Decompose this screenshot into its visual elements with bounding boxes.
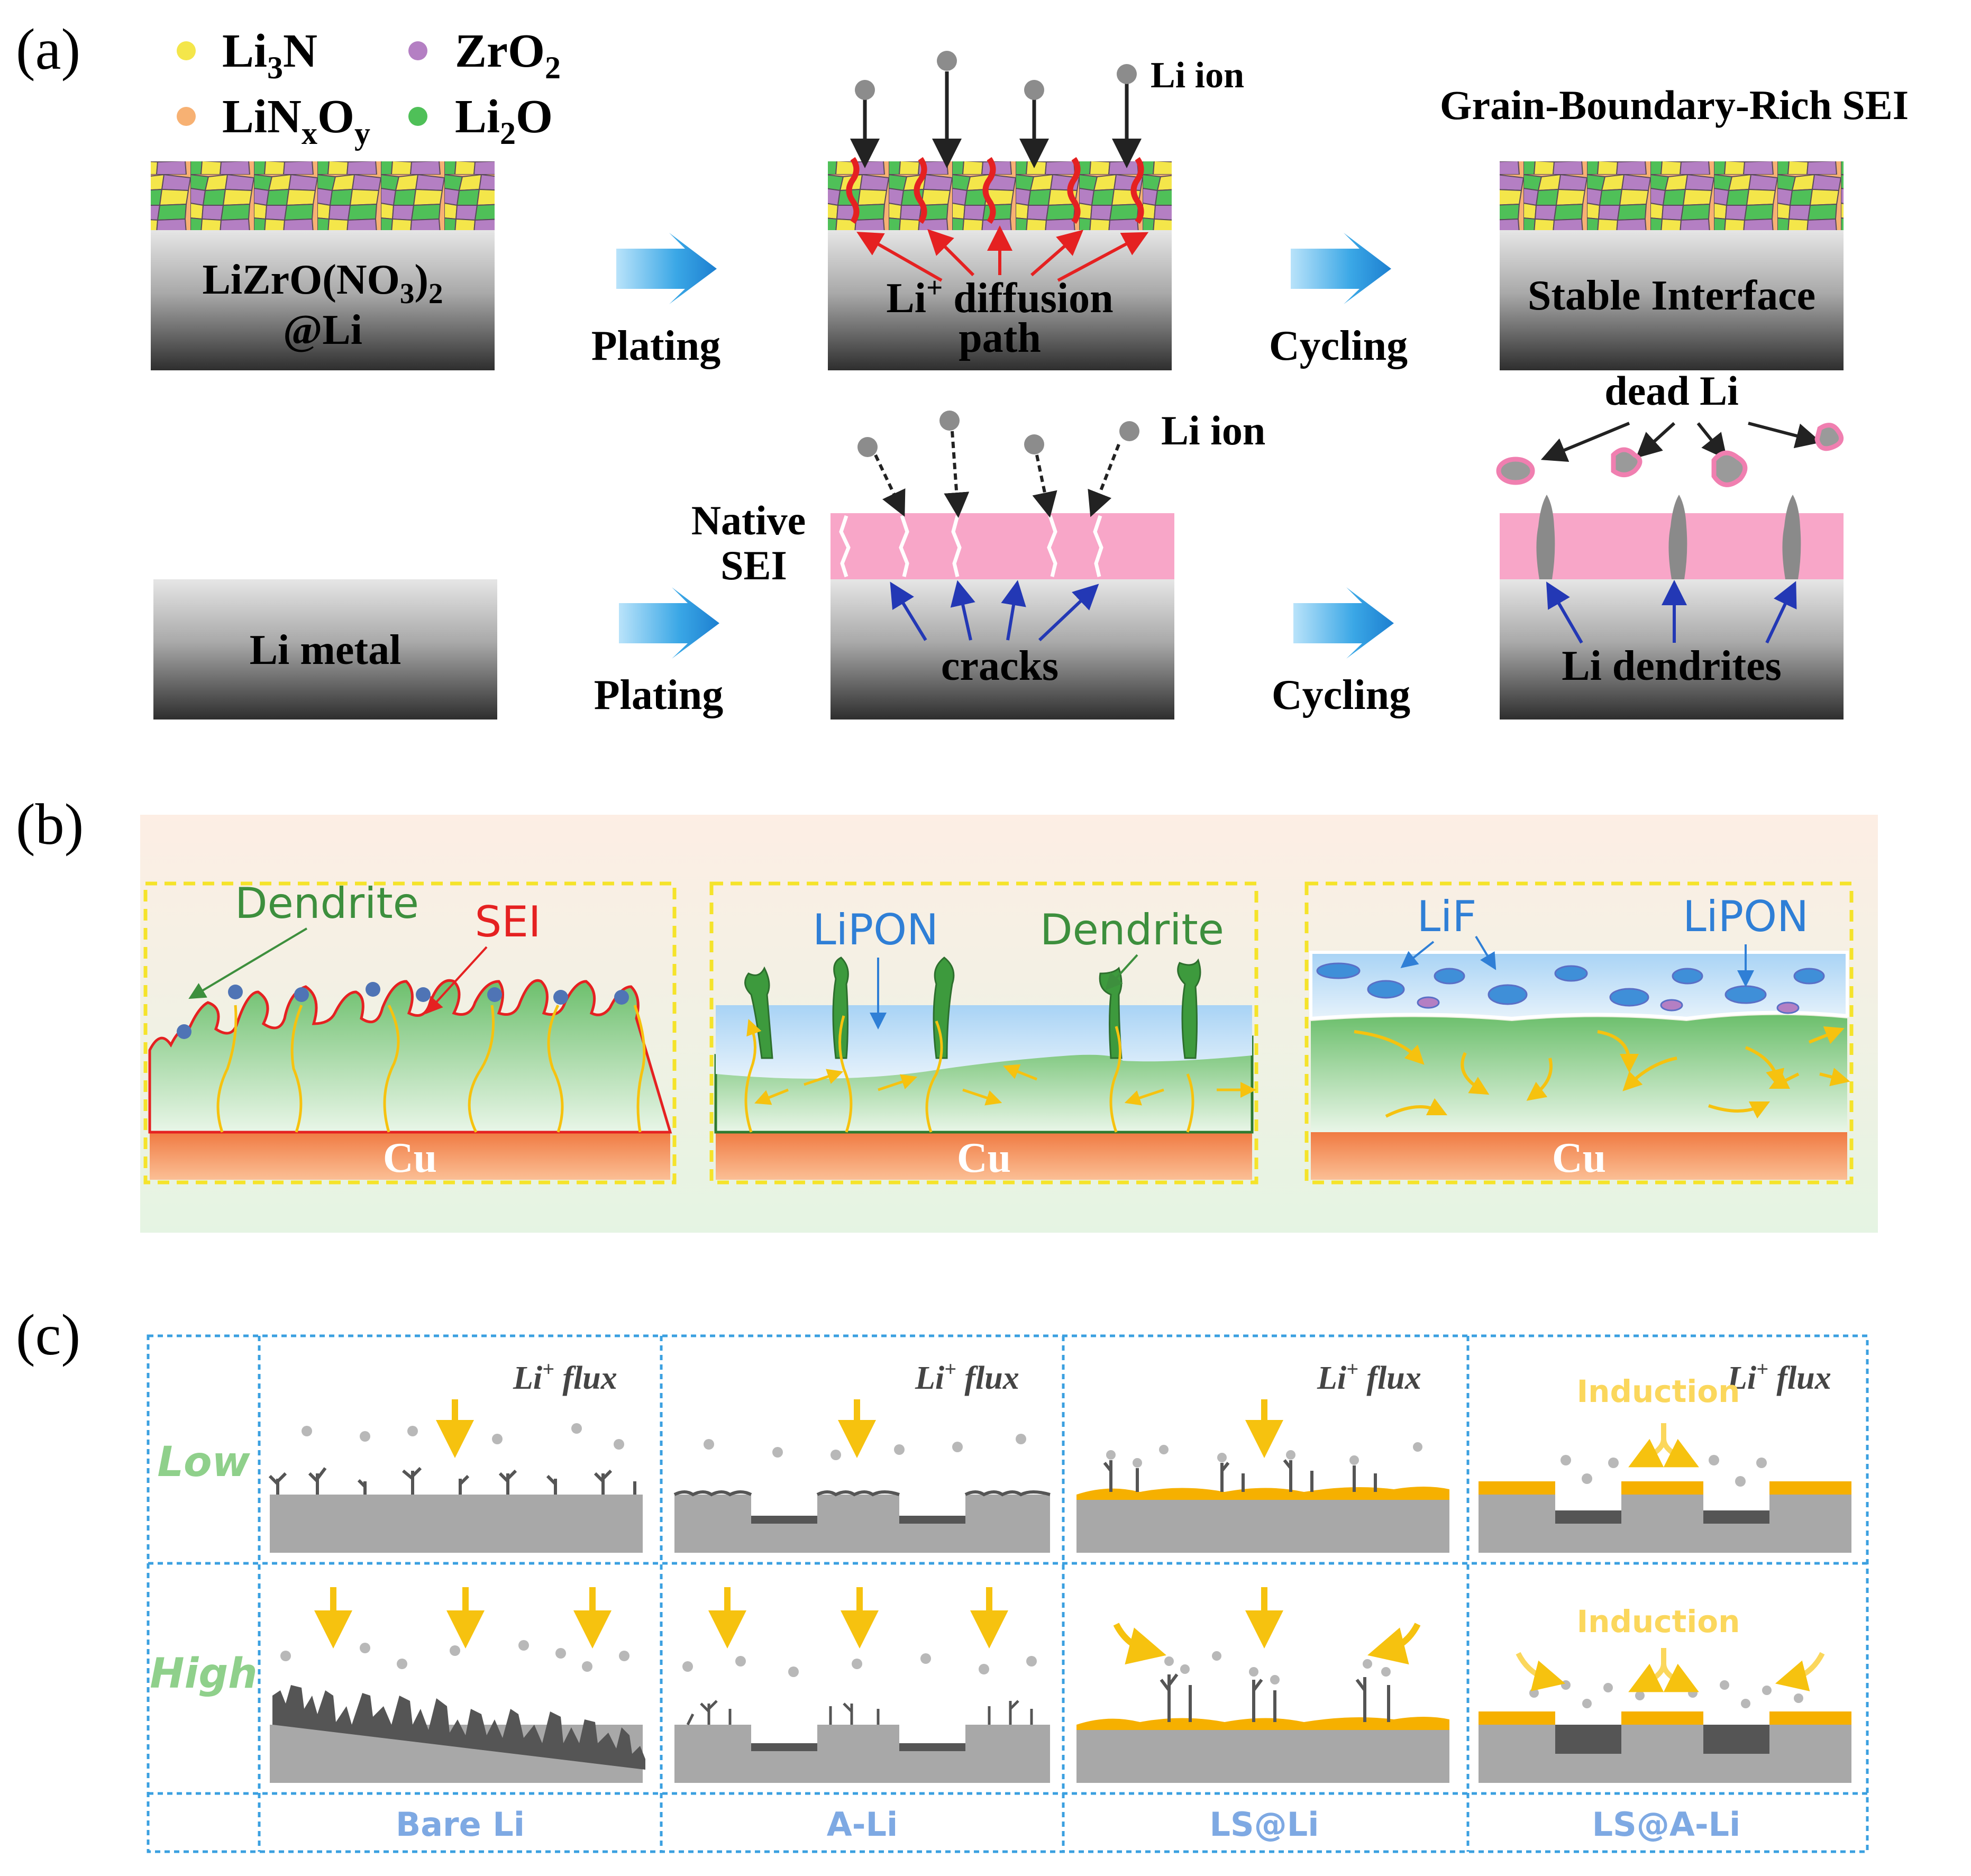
bottom-right-block: dead Li bbox=[1496, 368, 1844, 720]
li-flux-lines-b2 bbox=[744, 1015, 1256, 1133]
diffusion-path-label-line2: path bbox=[959, 315, 1041, 361]
induction-label-high: Induction bbox=[1577, 1604, 1740, 1640]
legend-marker-li3n bbox=[177, 41, 196, 60]
native-sei-label-line1: Native bbox=[691, 497, 806, 543]
flux-label-ls-a-li: Li+ flux bbox=[1727, 1357, 1831, 1396]
column-label-a-li: A-Li bbox=[827, 1805, 898, 1844]
legend-marker-zro2 bbox=[408, 41, 427, 60]
lipon-label-b3: LiPON bbox=[1683, 892, 1809, 941]
sei-label-b1: SEI bbox=[475, 897, 541, 946]
cu-label-b1: Cu bbox=[383, 1135, 437, 1181]
legend-label-li2o: Li2O bbox=[455, 90, 553, 151]
panel-b-box-1: Dendrite SEI Cu bbox=[143, 879, 677, 1185]
panel-c-grid bbox=[147, 1334, 1869, 1853]
cell-high-ls-li bbox=[1076, 1587, 1449, 1783]
panel-b: (b) Dendrite SEI Cu bbox=[16, 792, 1878, 1233]
li-ion-dashed-arrows bbox=[874, 431, 1120, 518]
bottom-substrate-block: Li metal bbox=[153, 579, 497, 720]
top-right-block: Grain-Boundary-Rich SEI Stable Interface bbox=[1440, 82, 1909, 370]
dead-li-particles bbox=[1496, 423, 1844, 487]
cell-high-a-li bbox=[674, 1587, 1050, 1783]
cell-low-ls-a-li bbox=[1479, 1423, 1851, 1553]
bottom-cycling-label: Cycling bbox=[1272, 672, 1410, 718]
top-middle-block: Li ion Li+ diffusion path bbox=[828, 51, 1244, 370]
dendrite-label-b2: Dendrite bbox=[1040, 905, 1224, 954]
cell-high-ls-a-li bbox=[1479, 1648, 1851, 1783]
li-flux-swirls-b3 bbox=[1354, 1026, 1850, 1119]
top-cycling-label: Cycling bbox=[1269, 323, 1408, 369]
panel-a-label: (a) bbox=[16, 17, 80, 81]
cell-low-ls-li bbox=[1076, 1399, 1449, 1553]
top-cycling-arrow: Cycling bbox=[1269, 233, 1408, 369]
bottom-plating-label: Plating bbox=[594, 672, 723, 718]
column-label-ls-a-li: LS@A-Li bbox=[1592, 1805, 1741, 1844]
legend-marker-linxoy bbox=[177, 107, 196, 126]
diffusion-paths bbox=[846, 157, 1144, 224]
li-ion-arrows-top bbox=[850, 71, 1142, 168]
li-dendrites-label: Li dendrites bbox=[1562, 643, 1782, 689]
legend-label-li3n: Li3N bbox=[222, 25, 317, 85]
native-sei-label-line2: SEI bbox=[720, 542, 787, 588]
dendrite-label-b1: Dendrite bbox=[235, 879, 419, 928]
top-substrate-label-line2: @Li bbox=[283, 307, 362, 353]
bottom-plating-arrow: Plating bbox=[594, 587, 723, 718]
cu-label-b2: Cu bbox=[957, 1135, 1011, 1181]
dendrite-arrows bbox=[1546, 580, 1797, 644]
row-label-low: Low bbox=[157, 1438, 250, 1486]
cell-low-bare-li bbox=[268, 1399, 643, 1553]
stable-interface-label: Stable Interface bbox=[1528, 272, 1815, 319]
li-ion-dots-bottom bbox=[857, 411, 1139, 457]
flux-label-ls-li: Li+ flux bbox=[1317, 1357, 1421, 1396]
flux-labels: Li+ flux Li+ flux Li+ flux Li+ flux bbox=[513, 1357, 1831, 1396]
bottom-li-ion-label: Li ion bbox=[1161, 407, 1265, 453]
row-label-high: High bbox=[150, 1650, 257, 1698]
top-li-ion-label: Li ion bbox=[1151, 55, 1244, 96]
diffusion-path-label: Li+ diffusion bbox=[886, 271, 1113, 322]
sei-cracks bbox=[839, 515, 1103, 578]
lif-label-b3: LiF bbox=[1417, 892, 1477, 941]
li-ion-dots-top bbox=[855, 51, 1137, 100]
column-label-bare-li: Bare Li bbox=[396, 1805, 525, 1844]
top-plating-label: Plating bbox=[591, 323, 720, 369]
lipon-label-b2: LiPON bbox=[813, 905, 938, 954]
grain-boundary-title: Grain-Boundary-Rich SEI bbox=[1440, 82, 1909, 128]
li-dendrite-spikes bbox=[1536, 495, 1801, 579]
li-metal-label: Li metal bbox=[250, 627, 402, 673]
li-flux-lines-b1 bbox=[216, 1004, 646, 1133]
flux-label-a-li: Li+ flux bbox=[915, 1357, 1019, 1396]
legend-label-zro2: ZrO2 bbox=[455, 25, 561, 85]
column-label-ls-li: LS@Li bbox=[1210, 1805, 1319, 1844]
panel-a: (a) Li3N ZrO2 LiNxOy Li2O LiZrO(NO3)2 @L… bbox=[16, 17, 1909, 720]
panel-c: (c) Low High Li+ flux Li+ flux Li+ flux … bbox=[16, 1303, 1869, 1853]
crack-arrows bbox=[890, 580, 1099, 642]
flux-label-bare-li: Li+ flux bbox=[513, 1357, 617, 1396]
cu-label-b3: Cu bbox=[1552, 1135, 1606, 1181]
cracks-label: cracks bbox=[941, 643, 1058, 689]
cell-high-bare-li bbox=[270, 1587, 645, 1783]
top-substrate-block: LiZrO(NO3)2 @Li bbox=[151, 161, 495, 370]
induction-label-low: Induction bbox=[1577, 1373, 1740, 1409]
top-substrate-label: LiZrO(NO3)2 bbox=[203, 257, 443, 309]
panel-b-label: (b) bbox=[16, 792, 84, 857]
lif-particles bbox=[1316, 962, 1825, 1014]
dead-li-arrows bbox=[1540, 422, 1822, 462]
diffusion-arrows bbox=[856, 225, 1149, 282]
panel-c-label: (c) bbox=[16, 1303, 80, 1367]
legend-marker-li2o bbox=[408, 107, 427, 126]
dendrite-tips-b1 bbox=[177, 982, 629, 1039]
legend: Li3N ZrO2 LiNxOy Li2O bbox=[177, 25, 561, 151]
cell-low-a-li bbox=[673, 1399, 1051, 1553]
panel-b-box-3: LiF LiPON Cu bbox=[1304, 881, 1854, 1185]
bottom-middle-block: Native SEI Li i bbox=[691, 407, 1265, 720]
panel-b-box-2: LiPON Dendrite Cu bbox=[709, 881, 1258, 1185]
top-plating-arrow: Plating bbox=[591, 233, 720, 369]
bottom-cycling-arrow: Cycling bbox=[1272, 587, 1410, 718]
dead-li-label: dead Li bbox=[1604, 368, 1739, 414]
legend-label-linxoy: LiNxOy bbox=[222, 90, 370, 151]
